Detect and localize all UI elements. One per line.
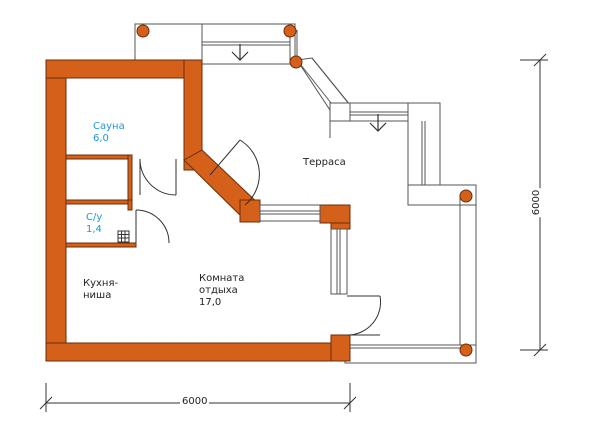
living-line2: отдыха bbox=[199, 285, 238, 296]
terrace-arrows bbox=[231, 44, 387, 132]
post-3 bbox=[289, 55, 303, 69]
terrace-name: Терраса bbox=[303, 157, 346, 168]
door-swings bbox=[135, 139, 382, 336]
post-1 bbox=[136, 24, 150, 38]
wc-area: 1,4 bbox=[86, 224, 102, 235]
terrace-outline bbox=[134, 23, 477, 364]
living-line1: Комната bbox=[199, 273, 245, 284]
kitchen-line1: Кухня- bbox=[83, 278, 119, 289]
width-dimension: 6000 bbox=[180, 396, 210, 407]
wc-label: С/у 1,4 bbox=[86, 212, 102, 236]
sink-icon bbox=[117, 230, 130, 243]
sauna-label: Сауна 6,0 bbox=[93, 121, 125, 145]
sauna-area: 6,0 bbox=[93, 133, 109, 144]
wc-name: С/у bbox=[86, 212, 103, 223]
kitchen-line2: ниша bbox=[83, 290, 112, 301]
windows bbox=[259, 204, 348, 295]
post-5 bbox=[459, 343, 473, 357]
post-4 bbox=[459, 189, 473, 203]
sauna-name: Сауна bbox=[93, 121, 125, 132]
living-label: Комната отдыха 17,0 bbox=[199, 273, 244, 309]
post-2 bbox=[283, 24, 297, 38]
house-walls bbox=[45, 59, 351, 362]
terrace-label: Терраса bbox=[303, 157, 346, 169]
kitchen-label: Кухня- ниша bbox=[83, 278, 118, 302]
posts bbox=[136, 24, 473, 357]
height-dimension: 6000 bbox=[531, 187, 543, 218]
living-area: 17,0 bbox=[199, 297, 222, 308]
